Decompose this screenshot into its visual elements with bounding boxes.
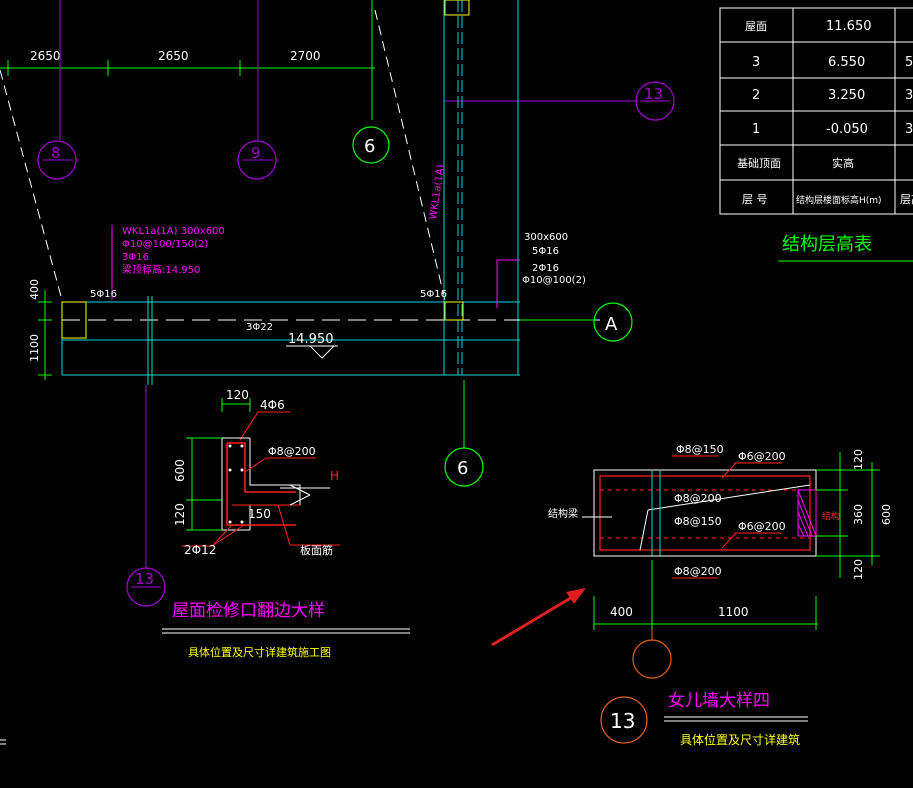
axis-bubble-6-bottom: 6 xyxy=(444,447,484,487)
detail-a-subtitle: 具体位置及尺寸详建筑施工图 xyxy=(188,645,331,659)
detail-a-dim-600: 600 xyxy=(173,459,187,482)
right-beam-bar2: 2Φ16 xyxy=(532,263,559,274)
detail-b-phi8-150b: Φ8@150 xyxy=(674,515,722,528)
table-r0-c0: 屋面 xyxy=(745,20,767,33)
dim-top-2: 2650 xyxy=(158,49,189,63)
axis-6-top-label: 6 xyxy=(364,136,375,157)
detail-b-phi6-200: Φ6@200 xyxy=(738,450,786,463)
bar-bottom: 3Φ22 xyxy=(246,322,273,333)
axis-bubble-13-left: 13 xyxy=(126,567,166,607)
detail-b-title: 女儿墙大样四 xyxy=(668,691,770,711)
detail-b-subtitle: 具体位置及尺寸详建筑 xyxy=(680,732,800,747)
detail-b-dim-400: 400 xyxy=(610,605,633,619)
axis-bubble-9: 9 xyxy=(237,140,277,180)
floor-height-table: 屋面 11.650 3 6.550 5 2 3.250 3 1 -0.050 3… xyxy=(719,7,913,262)
table-r1-c1: 6.550 xyxy=(828,55,865,70)
table-r5-c0: 层 号 xyxy=(742,193,768,206)
table-r5-c1: 结构层楼面标高H(m) xyxy=(796,194,882,206)
right-beam-stirrup: Φ10@100(2) xyxy=(522,275,586,286)
table-r2-c0: 2 xyxy=(752,88,760,103)
detail-b-struct-beam: 结构梁 xyxy=(548,507,578,520)
detail-b-phi8-200b: Φ8@200 xyxy=(674,565,722,578)
detail-a-dim-150: 150 xyxy=(248,507,271,521)
dim-top-1: 2650 xyxy=(30,49,61,63)
detail-b-phi8-200: Φ8@200 xyxy=(674,492,722,505)
detail-b-dim-360: 360 xyxy=(852,504,865,525)
right-beam-bar1: 5Φ16 xyxy=(532,246,559,257)
bar-left: 5Φ16 xyxy=(90,289,117,300)
detail-b-dim-1100: 1100 xyxy=(718,605,749,619)
dim-1100-left: 1100 xyxy=(28,334,41,362)
detail-parapet: Φ8@150 Φ6@200 Φ8@200 Φ8@150 Φ6@200 Φ8@20… xyxy=(548,443,893,747)
axis-13-left-label: 13 xyxy=(135,570,154,588)
table-r4-c1: 实高 xyxy=(832,156,854,170)
table-r2-c2: 3 xyxy=(905,88,913,103)
detail-b-dim-600: 600 xyxy=(880,504,893,525)
dim-top-3: 2700 xyxy=(290,49,321,63)
detail-a-dim-120: 120 xyxy=(226,388,249,402)
table-r0-c1: 11.650 xyxy=(826,19,872,34)
detail-b-dim-120-bot: 120 xyxy=(852,559,865,580)
axis-13-top-label: 13 xyxy=(644,85,663,103)
dim-400-left: 400 xyxy=(28,279,41,300)
axis-bubble-8: 8 xyxy=(37,140,77,180)
detail-b-dim-120-top: 120 xyxy=(852,449,865,470)
axis-8-label: 8 xyxy=(51,144,61,162)
table-caption: 结构层高表 xyxy=(782,234,872,255)
detail-b-phi6-200b: Φ6@200 xyxy=(738,520,786,533)
detail-b-phi8-150: Φ8@150 xyxy=(676,443,724,456)
table-r2-c1: 3.250 xyxy=(828,88,865,103)
beam-stirrup: Φ10@100/150(2) xyxy=(122,239,208,250)
table-r3-c1: -0.050 xyxy=(826,122,868,137)
plan-view: 2650 2650 2700 8 9 6 13 xyxy=(0,0,675,607)
table-r5-c2: 层高 xyxy=(900,192,913,206)
detail-a-title: 屋面检修口翻边大样 xyxy=(172,601,325,621)
table-r3-c2: 3 xyxy=(905,122,913,137)
detail-a-stirrup: Φ8@200 xyxy=(268,445,316,458)
detail-roof-hatch: 120 4Φ6 Φ8@200 H 600 120 150 2Φ12 xyxy=(162,388,410,659)
axis-6-bottom-label: 6 xyxy=(457,458,468,479)
elevation-mark: 14.950 xyxy=(288,332,334,347)
right-beam-size: 300x600 xyxy=(524,232,568,243)
axis-bubble-a: A xyxy=(593,302,633,342)
detail-a-bar-top: 4Φ6 xyxy=(260,398,285,412)
beam-top-bar: 3Φ16 xyxy=(122,252,149,263)
detail-b-right-label: 结构 xyxy=(822,510,840,522)
detail-b-axis-circle xyxy=(632,639,672,679)
beam-top-elev: 梁顶标高:14.950 xyxy=(122,263,200,276)
axis-a-label: A xyxy=(605,314,618,335)
detail-a-dim-120b: 120 xyxy=(173,503,187,526)
detail-a-h-mark: H xyxy=(330,469,339,483)
table-r4-c0: 基础顶面 xyxy=(737,157,781,170)
axis-9-label: 9 xyxy=(251,144,261,162)
table-r1-c2: 5 xyxy=(905,55,913,70)
detail-a-slab-bar: 板面筋 xyxy=(300,543,333,557)
table-r1-c0: 3 xyxy=(752,55,760,70)
table-r3-c0: 1 xyxy=(752,122,760,137)
detail-b-circle-num: 13 xyxy=(610,709,635,733)
axis-bubble-13-top: 13 xyxy=(635,81,675,121)
bar-right: 5Φ16 xyxy=(420,289,447,300)
annotation-arrow xyxy=(491,588,586,647)
detail-a-bottom-bar: 2Φ12 xyxy=(184,543,216,557)
beam-wkl-label: WKL1a(1A) 300x600 xyxy=(122,226,225,237)
axis-bubble-6-top: 6 xyxy=(352,126,390,164)
